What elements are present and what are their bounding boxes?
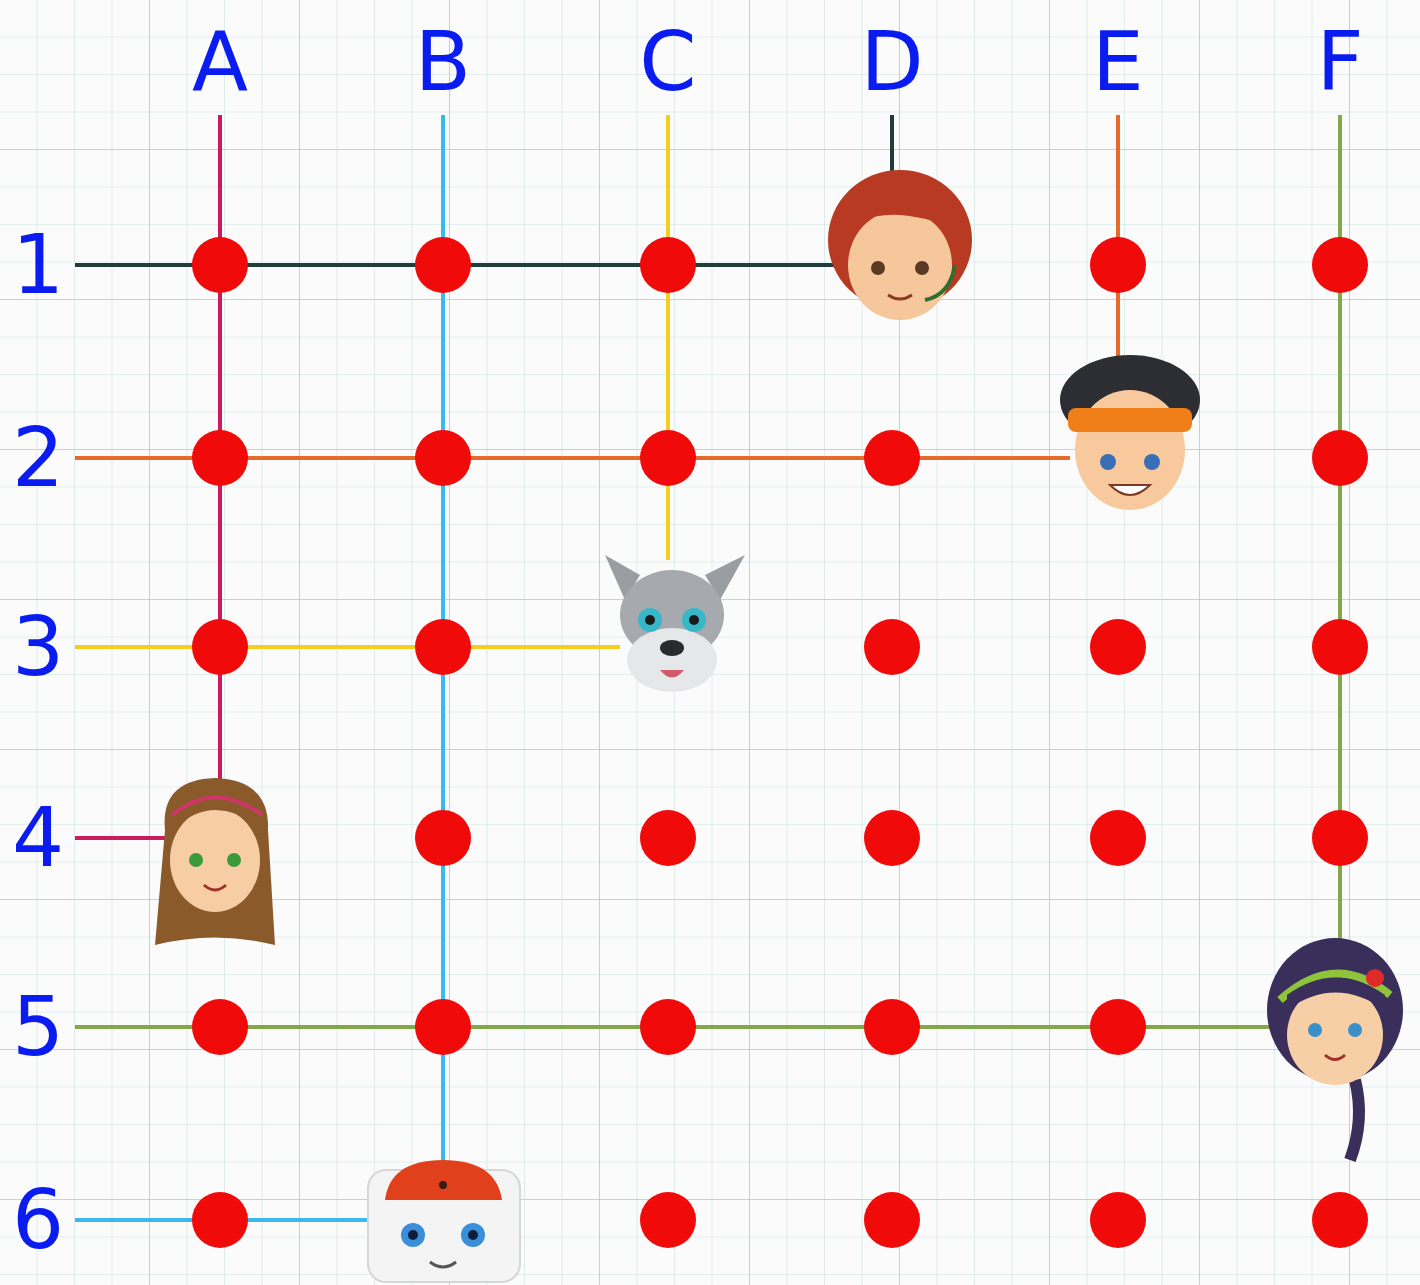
row-label: 1 [12,224,64,306]
row-label: 4 [12,797,64,879]
column-label: E [1092,21,1144,103]
column-label: D [860,21,923,103]
row-label: 2 [12,417,64,499]
column-label: F [1316,21,1363,103]
row-label: 6 [12,1179,64,1261]
column-label: C [639,21,696,103]
column-label: B [415,21,471,103]
row-label: 3 [12,606,64,688]
row-label: 5 [12,986,64,1068]
column-label: A [192,21,248,103]
